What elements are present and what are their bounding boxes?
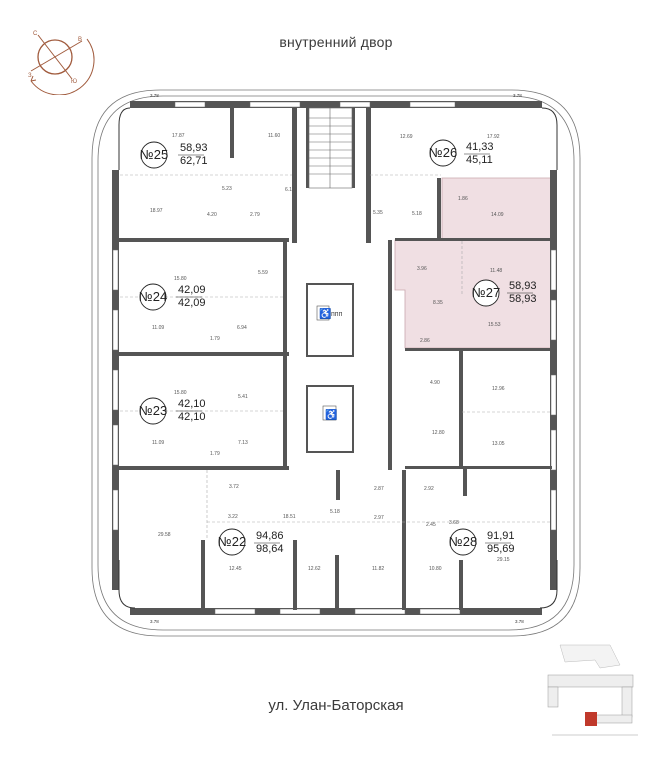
svg-text:4.20: 4.20 — [207, 212, 217, 218]
svg-text:5.18: 5.18 — [330, 509, 340, 515]
svg-text:13.05: 13.05 — [492, 441, 505, 447]
apartment-25[interactable]: №25 58,93 62,71 — [140, 141, 208, 169]
svg-text:58,93: 58,93 — [180, 142, 208, 154]
svg-text:2.79: 2.79 — [250, 212, 260, 218]
svg-text:№26: №26 — [429, 145, 457, 160]
svg-text:45,11: 45,11 — [466, 154, 493, 166]
svg-text:5.23: 5.23 — [222, 186, 232, 192]
svg-text:2.45: 2.45 — [426, 522, 436, 528]
svg-text:5.18: 5.18 — [412, 211, 422, 217]
svg-text:18.97: 18.97 — [150, 208, 163, 214]
accessible-elevator-icon: ♿ — [316, 305, 331, 321]
svg-text:62,71: 62,71 — [180, 155, 208, 167]
svg-text:1.86: 1.86 — [458, 196, 468, 202]
svg-text:18.51: 18.51 — [283, 514, 296, 520]
svg-text:6.19: 6.19 — [285, 187, 295, 193]
compass-north: С — [33, 31, 38, 37]
svg-text:3.72: 3.72 — [229, 484, 239, 490]
elevator-label: ппп — [331, 311, 343, 318]
svg-text:42,10: 42,10 — [178, 398, 206, 410]
svg-text:♿: ♿ — [319, 307, 331, 320]
svg-text:98,64: 98,64 — [256, 543, 284, 555]
svg-text:3.78: 3.78 — [515, 619, 524, 624]
svg-text:14.09: 14.09 — [491, 212, 504, 218]
svg-text:2.97: 2.97 — [374, 515, 384, 521]
svg-text:41,33: 41,33 — [466, 141, 494, 153]
svg-text:1.79: 1.79 — [210, 451, 220, 457]
svg-text:№25: №25 — [140, 147, 168, 162]
svg-text:42,09: 42,09 — [178, 297, 206, 309]
svg-text:10.80: 10.80 — [429, 566, 442, 572]
apartment-23[interactable]: №23 42,10 42,10 — [139, 397, 206, 425]
compass-east: В — [78, 37, 82, 43]
svg-text:42,09: 42,09 — [178, 284, 206, 296]
minimap-current-section — [585, 712, 597, 726]
svg-text:12.45: 12.45 — [229, 566, 242, 572]
svg-text:12.62: 12.62 — [308, 566, 321, 572]
svg-text:17.87: 17.87 — [172, 133, 185, 139]
svg-text:11.09: 11.09 — [152, 325, 164, 331]
svg-text:11.82: 11.82 — [372, 566, 384, 572]
svg-text:3.96: 3.96 — [417, 266, 427, 272]
svg-text:42,10: 42,10 — [178, 411, 206, 423]
svg-text:5.41: 5.41 — [238, 394, 248, 400]
svg-text:12.80: 12.80 — [432, 430, 445, 436]
accessible-elevator-icon-2: ♿ — [322, 405, 337, 421]
svg-text:№23: №23 — [139, 403, 167, 418]
svg-text:11.48: 11.48 — [490, 268, 502, 274]
compass-icon: С В Ю З — [28, 31, 95, 95]
svg-text:2.86: 2.86 — [420, 338, 430, 344]
svg-text:7.13: 7.13 — [238, 440, 248, 446]
svg-text:8.35: 8.35 — [433, 300, 443, 306]
svg-text:№27: №27 — [472, 285, 500, 300]
svg-text:11.60: 11.60 — [268, 133, 280, 139]
svg-text:2.87: 2.87 — [374, 486, 384, 492]
svg-text:11.09: 11.09 — [152, 440, 164, 446]
svg-text:58,93: 58,93 — [509, 280, 537, 292]
apartment-28[interactable]: №28 91,91 95,69 — [449, 528, 515, 556]
apartment-27[interactable]: №27 58,93 58,93 — [472, 279, 537, 307]
svg-text:94,86: 94,86 — [256, 530, 284, 542]
svg-text:№22: №22 — [218, 534, 246, 549]
svg-text:17.92: 17.92 — [487, 134, 500, 140]
svg-text:15.80: 15.80 — [174, 390, 187, 396]
apartment-22[interactable]: №22 94,86 98,64 — [218, 528, 284, 556]
svg-text:3.68: 3.68 — [449, 520, 459, 526]
svg-text:15.80: 15.80 — [174, 276, 187, 282]
courtyard-label: внутренний двор — [279, 34, 393, 50]
svg-text:91,91: 91,91 — [487, 530, 515, 542]
svg-text:95,69: 95,69 — [487, 543, 515, 555]
svg-text:29.15: 29.15 — [497, 557, 510, 563]
svg-text:5.59: 5.59 — [258, 270, 268, 276]
svg-text:6.94: 6.94 — [237, 325, 247, 331]
svg-text:2.92: 2.92 — [424, 486, 434, 492]
apartment-24[interactable]: №24 42,09 42,09 — [139, 283, 206, 311]
svg-text:29.58: 29.58 — [158, 532, 171, 538]
svg-text:№24: №24 — [139, 289, 167, 304]
svg-text:15.53: 15.53 — [488, 322, 501, 328]
svg-text:4.90: 4.90 — [430, 380, 440, 386]
apartment-26[interactable]: №26 41,33 45,11 — [429, 139, 494, 167]
svg-text:58,93: 58,93 — [509, 293, 537, 305]
site-minimap[interactable] — [540, 640, 650, 740]
svg-text:♿: ♿ — [325, 408, 337, 421]
svg-text:1.79: 1.79 — [210, 336, 220, 342]
svg-text:3.78: 3.78 — [150, 93, 159, 98]
svg-text:№28: №28 — [449, 534, 477, 549]
compass-west: З — [28, 73, 32, 79]
svg-text:3.78: 3.78 — [150, 619, 159, 624]
svg-text:12.96: 12.96 — [492, 386, 505, 392]
svg-text:5.35: 5.35 — [373, 210, 383, 216]
street-label: ул. Улан-Баторская — [268, 697, 404, 714]
compass-south: Ю — [71, 79, 77, 85]
svg-text:12.69: 12.69 — [400, 134, 413, 140]
svg-text:3.78: 3.78 — [513, 93, 522, 98]
svg-text:3.22: 3.22 — [228, 514, 238, 520]
